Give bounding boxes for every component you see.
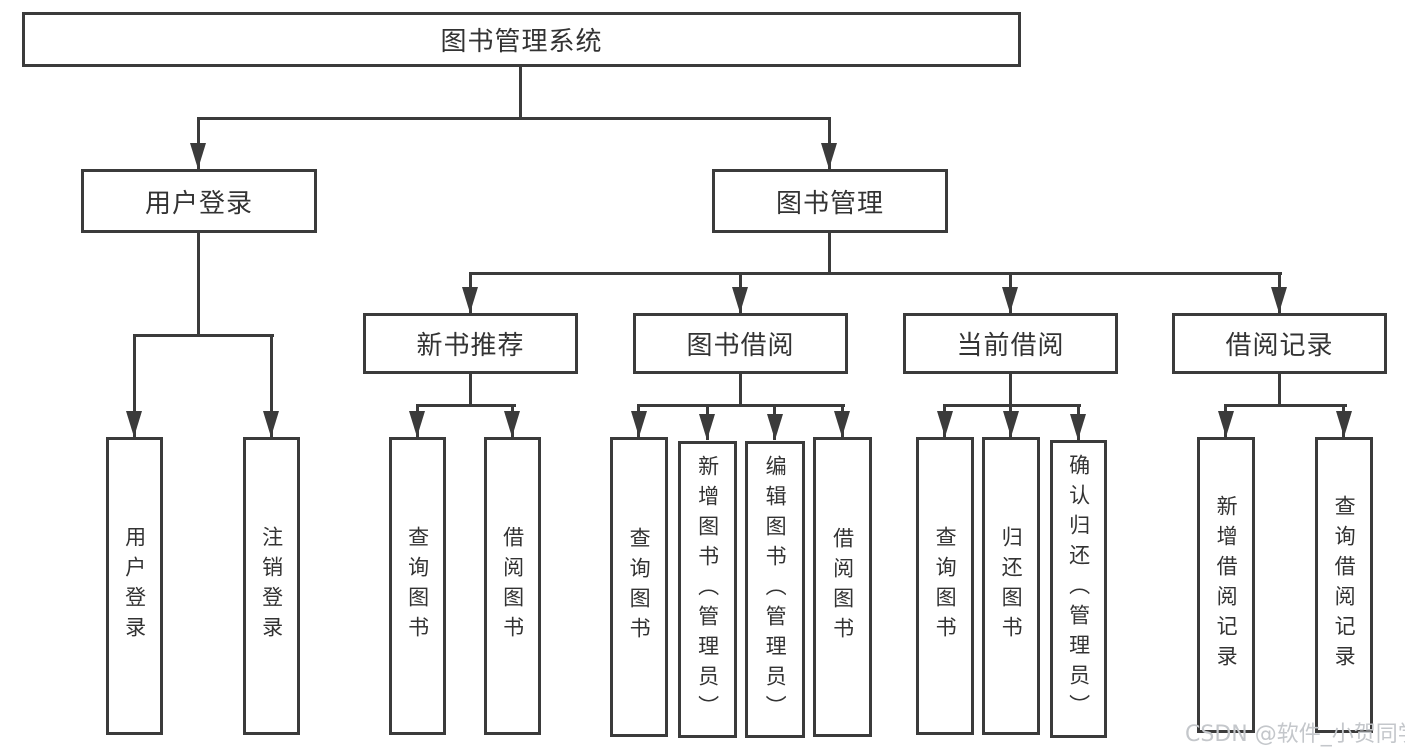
- arrowhead-down-icon: [190, 143, 206, 169]
- node-library-management-system: 图书管理系统: [22, 12, 1021, 67]
- leaf-label: 借阅图书: [830, 527, 855, 647]
- leaf-user-login: 用户登录: [106, 437, 163, 735]
- csdn-watermark: CSDN @软件_小贺同学: [1185, 722, 1405, 747]
- connector-line: [1278, 374, 1281, 407]
- arrowhead-down-icon: [1070, 414, 1086, 440]
- arrowhead-down-icon: [1002, 287, 1018, 313]
- arrowhead-down-icon: [821, 143, 837, 169]
- arrowhead-down-icon: [834, 411, 850, 437]
- leaf-label: 查询图书: [627, 527, 652, 647]
- leaf-label: 查询借阅记录: [1332, 495, 1357, 675]
- leaf-label: 借阅图书: [500, 526, 525, 646]
- connector-line: [133, 334, 136, 437]
- node-book-borrowing: 图书借阅: [633, 313, 848, 374]
- leaf-query-books: 查询图书: [610, 437, 668, 737]
- arrowhead-down-icon: [1271, 287, 1287, 313]
- connector-line: [1224, 404, 1347, 407]
- leaf-return-books: 归还图书: [982, 437, 1040, 735]
- leaf-label: 确认归还（管理员）: [1066, 454, 1091, 724]
- arrowhead-down-icon: [631, 411, 647, 437]
- connector-line: [198, 117, 831, 120]
- connector-line: [519, 67, 522, 118]
- connector-line: [197, 233, 200, 337]
- connector-line: [133, 334, 274, 337]
- connector-line: [637, 404, 845, 407]
- node-new-book-recommendation: 新书推荐: [363, 313, 578, 374]
- leaf-query-books: 查询图书: [916, 437, 974, 735]
- leaf-logout: 注销登录: [243, 437, 300, 735]
- arrowhead-down-icon: [504, 411, 520, 437]
- connector-line: [416, 404, 516, 407]
- leaf-label: 编辑图书（管理员）: [763, 454, 788, 725]
- leaf-label: 注销登录: [259, 526, 284, 646]
- connector-line: [270, 334, 273, 437]
- leaf-label: 查询图书: [405, 526, 430, 646]
- leaf-add-books-admin: 新增图书（管理员）: [678, 441, 737, 738]
- leaf-label: 用户登录: [122, 526, 147, 646]
- arrowhead-down-icon: [937, 411, 953, 437]
- leaf-label: 新增借阅记录: [1214, 495, 1239, 675]
- leaf-add-borrowing-record: 新增借阅记录: [1197, 437, 1255, 733]
- arrowhead-down-icon: [126, 411, 142, 437]
- leaf-label: 归还图书: [999, 526, 1024, 646]
- leaf-query-books: 查询图书: [389, 437, 446, 735]
- node-user-login: 用户登录: [81, 169, 317, 233]
- arrowhead-down-icon: [263, 411, 279, 437]
- arrowhead-down-icon: [462, 287, 478, 313]
- arrowhead-down-icon: [699, 414, 715, 440]
- connector-line: [828, 233, 831, 275]
- connector-line: [469, 374, 472, 407]
- connector-line: [469, 272, 1282, 275]
- leaf-borrow-books: 借阅图书: [813, 437, 872, 737]
- leaf-edit-books-admin: 编辑图书（管理员）: [745, 441, 805, 738]
- leaf-label: 查询图书: [933, 526, 958, 646]
- connector-line: [1009, 374, 1012, 407]
- node-borrowing-records: 借阅记录: [1172, 313, 1387, 374]
- connector-line: [944, 404, 1081, 407]
- arrowhead-down-icon: [1003, 411, 1019, 437]
- arrowhead-down-icon: [767, 414, 783, 440]
- arrowhead-down-icon: [732, 287, 748, 313]
- arrowhead-down-icon: [1218, 411, 1234, 437]
- arrowhead-down-icon: [409, 411, 425, 437]
- leaf-borrow-books: 借阅图书: [484, 437, 541, 735]
- arrowhead-down-icon: [1336, 411, 1352, 437]
- connector-line: [739, 374, 742, 407]
- leaf-confirm-return-admin: 确认归还（管理员）: [1050, 440, 1107, 738]
- leaf-label: 新增图书（管理员）: [695, 454, 720, 725]
- node-current-borrowing: 当前借阅: [903, 313, 1118, 374]
- node-book-management: 图书管理: [712, 169, 948, 233]
- leaf-query-borrowing-record: 查询借阅记录: [1315, 437, 1373, 733]
